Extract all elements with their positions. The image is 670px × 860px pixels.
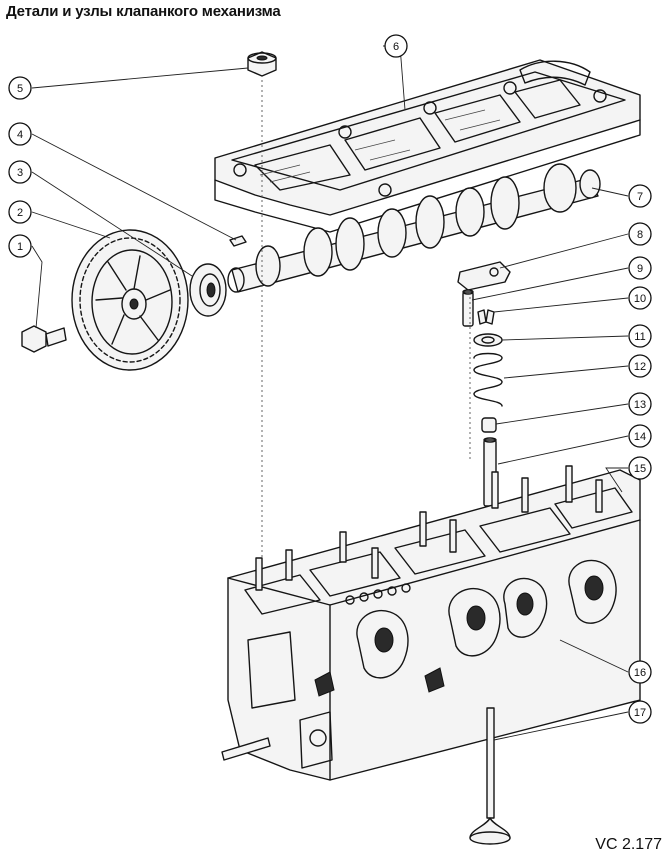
oil-seal <box>189 263 227 317</box>
sprocket-bolt <box>21 325 67 353</box>
callout-4: 4 <box>8 122 32 146</box>
timing-sprocket <box>71 229 189 371</box>
callout-13: 13 <box>628 392 652 416</box>
nut-part <box>247 51 277 77</box>
callout-1: 1 <box>8 234 32 258</box>
callout-label: 15 <box>634 463 646 475</box>
callout-5: 5 <box>8 76 32 100</box>
rocker-arm <box>457 261 511 291</box>
stem-seal <box>481 417 497 433</box>
callout-9: 9 <box>628 256 652 280</box>
callout-2: 2 <box>8 200 32 224</box>
cylinder-head <box>221 465 641 781</box>
callout-label: 10 <box>634 293 646 305</box>
callout-label: 9 <box>637 263 643 275</box>
callout-16: 16 <box>628 660 652 684</box>
callout-10: 10 <box>628 286 652 310</box>
valve-keepers <box>477 309 495 325</box>
intake-valve <box>469 707 511 845</box>
callout-label: 8 <box>637 229 643 241</box>
callout-label: 14 <box>634 431 646 443</box>
callout-label: 16 <box>634 667 646 679</box>
callout-label: 12 <box>634 361 646 373</box>
callout-12: 12 <box>628 354 652 378</box>
callout-leaders <box>31 45 629 741</box>
callout-label: 1 <box>17 241 23 253</box>
diagram-title: Детали и узлы клапанкого механизма <box>6 3 281 20</box>
valve-spring <box>473 352 503 407</box>
callout-label: 4 <box>17 129 23 141</box>
callout-label: 13 <box>634 399 646 411</box>
callout-label: 7 <box>637 191 643 203</box>
figure-code: VC 2.177 <box>595 836 662 853</box>
hydraulic-lifter <box>462 289 474 327</box>
callout-label: 2 <box>17 207 23 219</box>
callout-3: 3 <box>8 160 32 184</box>
callout-label: 6 <box>393 41 399 53</box>
callout-14: 14 <box>628 424 652 448</box>
callout-8: 8 <box>628 222 652 246</box>
callout-label: 5 <box>17 83 23 95</box>
callout-label: 3 <box>17 167 23 179</box>
callout-17: 17 <box>628 700 652 724</box>
callout-15: 15 <box>628 456 652 480</box>
callout-7: 7 <box>628 184 652 208</box>
callout-label: 17 <box>634 707 646 719</box>
woodruff-key <box>229 235 247 247</box>
callout-label: 11 <box>634 331 645 343</box>
callout-11: 11 <box>628 324 652 348</box>
callout-6: 6 <box>384 34 408 58</box>
camshaft-housing <box>214 59 641 233</box>
